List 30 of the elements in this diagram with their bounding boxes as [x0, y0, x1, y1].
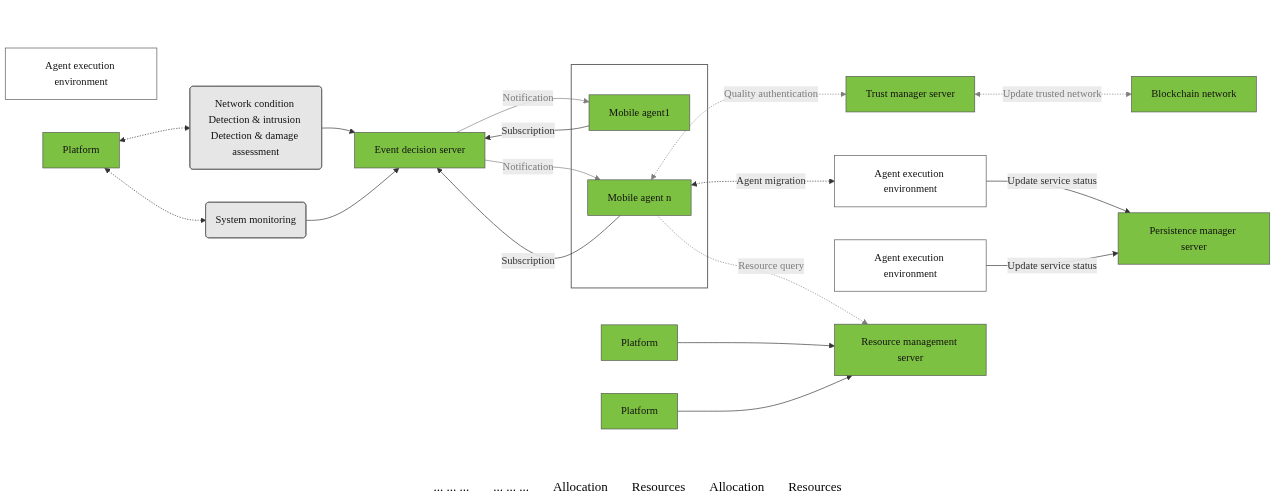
node-box: Event decision server	[354, 132, 486, 169]
note-text: ... ... ...	[493, 479, 529, 495]
note-text: Resources	[631, 479, 686, 495]
edge-label: Subscription	[501, 254, 555, 267]
node-box: Agent execution environment	[834, 155, 987, 208]
node-box: Persistence manager server	[1117, 212, 1271, 265]
node-box: Trust manager server	[845, 76, 976, 113]
node-box: Resource management server	[834, 323, 987, 376]
edge-label: Quality authentication	[724, 88, 819, 100]
note-text: Allocation	[709, 479, 765, 495]
edge-label: Update trusted network	[1002, 88, 1102, 100]
edge-label: Resource query	[738, 260, 805, 272]
edge-label: Notification	[502, 92, 554, 104]
node-box: Mobile agent n	[587, 179, 692, 216]
edge-label: Notification	[502, 160, 554, 172]
node-box: Agent execution environment	[4, 47, 158, 100]
cluster	[570, 64, 709, 289]
note-text: Allocation	[552, 479, 608, 495]
note-text: Resources	[788, 479, 842, 495]
edge-label: Subscription	[501, 124, 555, 136]
edge-label: Agent migration	[736, 175, 806, 187]
edge-label: Update service status	[1007, 175, 1097, 187]
node-box: Platform	[600, 393, 678, 430]
node-box: Mobile agent1	[588, 94, 691, 131]
node-box: Agent execution environment	[834, 239, 987, 292]
node-box: Platform	[600, 324, 678, 361]
note-text: ... ... ...	[433, 479, 470, 495]
node-box: Blockchain network	[1131, 76, 1257, 113]
node-box: Platform	[42, 132, 120, 169]
edge-label: Update service status	[1007, 259, 1097, 271]
